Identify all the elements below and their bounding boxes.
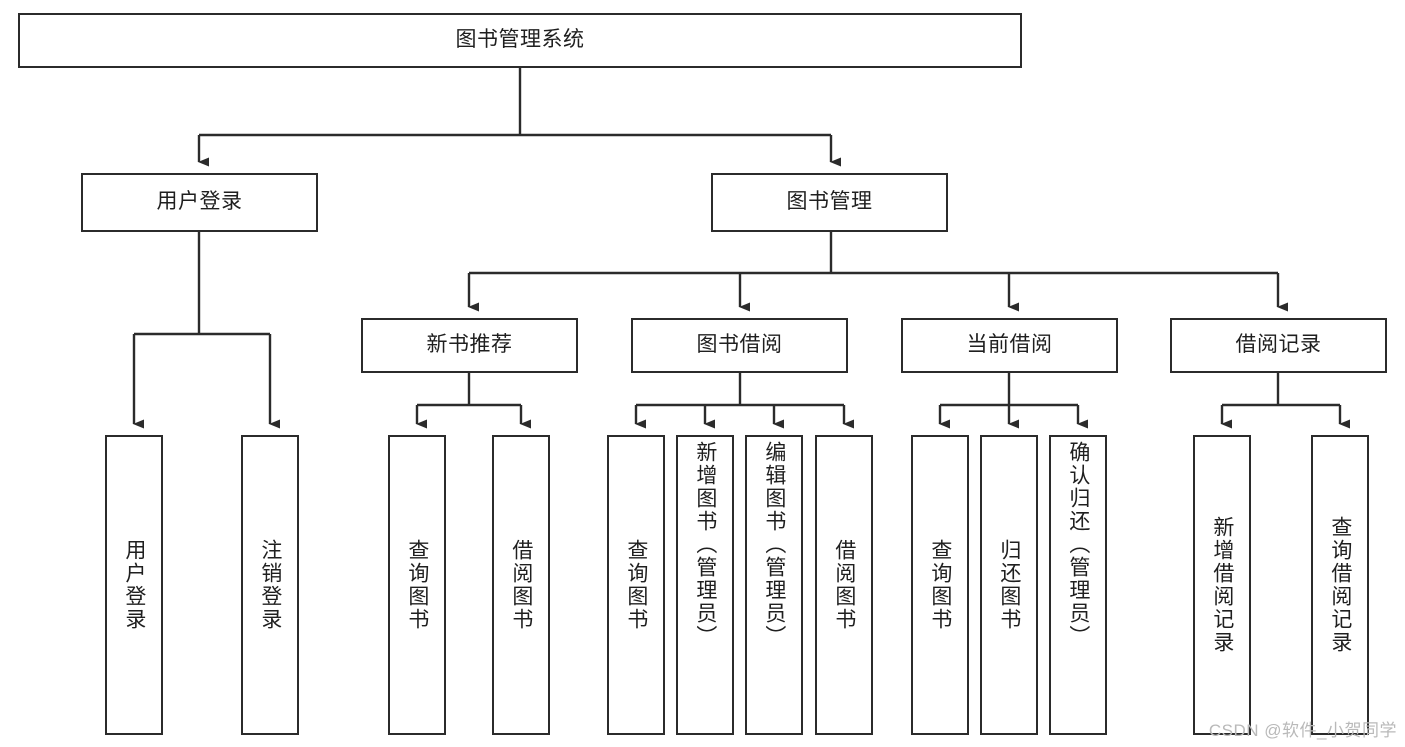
node-leaf-return-book[interactable]: 归还图书 [980,435,1038,735]
node-book-borrow[interactable]: 图书借阅 [631,318,848,373]
node-current-borrow[interactable]: 当前借阅 [901,318,1118,373]
node-leaf-user-login[interactable]: 用户登录 [105,435,163,735]
node-leaf-add-book[interactable]: 新增图书（管理员） [676,435,734,735]
node-leaf-query-borrow-record-label: 查询借阅记录 [1328,516,1352,654]
node-current-borrow-label: 当前借阅 [966,333,1053,357]
node-leaf-add-book-label: 新增图书（管理员） [693,441,717,648]
node-book-manage-label: 图书管理 [786,190,873,214]
node-user-login-label: 用户登录 [156,190,243,214]
node-borrow-record[interactable]: 借阅记录 [1170,318,1387,373]
watermark-text: CSDN @软件_小贺同学 [1208,721,1397,740]
node-borrow-record-label: 借阅记录 [1235,333,1322,357]
node-book-borrow-label: 图书借阅 [696,333,783,357]
node-leaf-query-book-2-label: 查询图书 [624,539,648,631]
node-leaf-query-book-3[interactable]: 查询图书 [911,435,969,735]
node-leaf-query-borrow-record[interactable]: 查询借阅记录 [1311,435,1369,735]
node-leaf-user-logout[interactable]: 注销登录 [241,435,299,735]
node-book-manage[interactable]: 图书管理 [711,173,948,232]
node-new-book-recommend[interactable]: 新书推荐 [361,318,578,373]
node-leaf-edit-book-label: 编辑图书（管理员） [762,441,786,648]
node-leaf-confirm-return-label: 确认归还（管理员） [1066,441,1090,648]
node-root[interactable]: 图书管理系统 [18,13,1022,68]
node-leaf-user-logout-label: 注销登录 [258,539,282,631]
node-root-label: 图书管理系统 [455,28,585,52]
node-leaf-borrow-book-2[interactable]: 借阅图书 [815,435,873,735]
node-leaf-query-book-1[interactable]: 查询图书 [388,435,446,735]
node-leaf-borrow-book-2-label: 借阅图书 [832,539,856,631]
node-leaf-add-borrow-record[interactable]: 新增借阅记录 [1193,435,1251,735]
node-leaf-edit-book[interactable]: 编辑图书（管理员） [745,435,803,735]
node-leaf-query-book-3-label: 查询图书 [928,539,952,631]
node-leaf-borrow-book-1-label: 借阅图书 [509,539,533,631]
node-leaf-add-borrow-record-label: 新增借阅记录 [1210,516,1234,654]
node-user-login[interactable]: 用户登录 [81,173,318,232]
node-new-book-recommend-label: 新书推荐 [426,333,513,357]
node-leaf-return-book-label: 归还图书 [997,539,1021,631]
node-leaf-user-login-label: 用户登录 [122,539,146,631]
node-leaf-borrow-book-1[interactable]: 借阅图书 [492,435,550,735]
node-leaf-confirm-return[interactable]: 确认归还（管理员） [1049,435,1107,735]
node-leaf-query-book-1-label: 查询图书 [405,539,429,631]
node-leaf-query-book-2[interactable]: 查询图书 [607,435,665,735]
